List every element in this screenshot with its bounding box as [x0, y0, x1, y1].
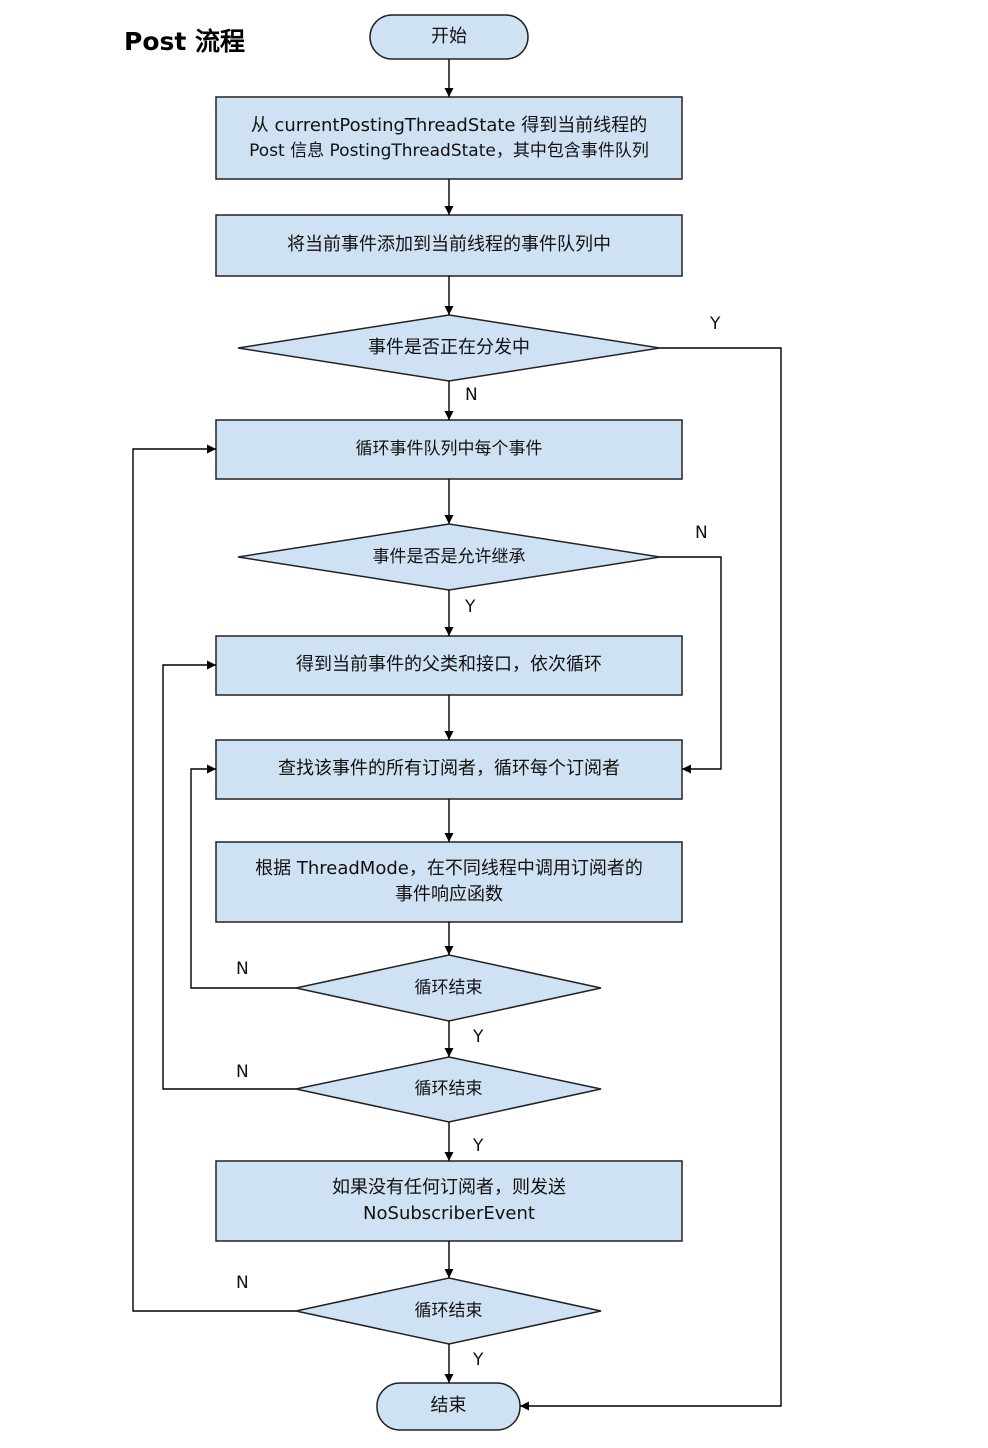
label-loop3-no: N	[236, 1273, 249, 1293]
get-supertypes-box	[215, 635, 683, 696]
get-state-box	[215, 96, 683, 180]
edge-loop3-no	[132, 444, 296, 1312]
end-terminal	[376, 1382, 521, 1431]
edge-loop1-no	[190, 764, 296, 989]
edge-loop2-no	[162, 660, 296, 1090]
edge-posting-yes	[520, 347, 782, 1411]
label-posting-no: N	[465, 385, 478, 405]
enqueue-box	[215, 214, 683, 277]
label-loop1-yes: Y	[473, 1027, 484, 1047]
inheritance-decision	[237, 523, 661, 591]
label-posting-yes: Y	[710, 314, 721, 334]
label-loop2-yes: Y	[473, 1136, 484, 1156]
no-subscriber-box	[215, 1160, 683, 1242]
invoke-box	[215, 841, 683, 923]
page-title: Post 流程	[124, 27, 246, 56]
label-inherit-no: N	[695, 523, 708, 543]
loop-end-2-decision	[295, 1056, 602, 1123]
edge-inherit-no	[660, 556, 722, 774]
is-posting-decision	[237, 314, 661, 382]
label-loop2-no: N	[236, 1062, 249, 1082]
loop-end-1-decision	[295, 954, 602, 1022]
label-loop1-no: N	[236, 959, 249, 979]
loop-queue-box	[215, 419, 683, 480]
loop-end-3-decision	[295, 1277, 602, 1345]
label-loop3-yes: Y	[473, 1350, 484, 1370]
start-terminal	[369, 14, 529, 60]
label-inherit-yes: Y	[465, 597, 476, 617]
find-subscribers-box	[215, 739, 683, 800]
